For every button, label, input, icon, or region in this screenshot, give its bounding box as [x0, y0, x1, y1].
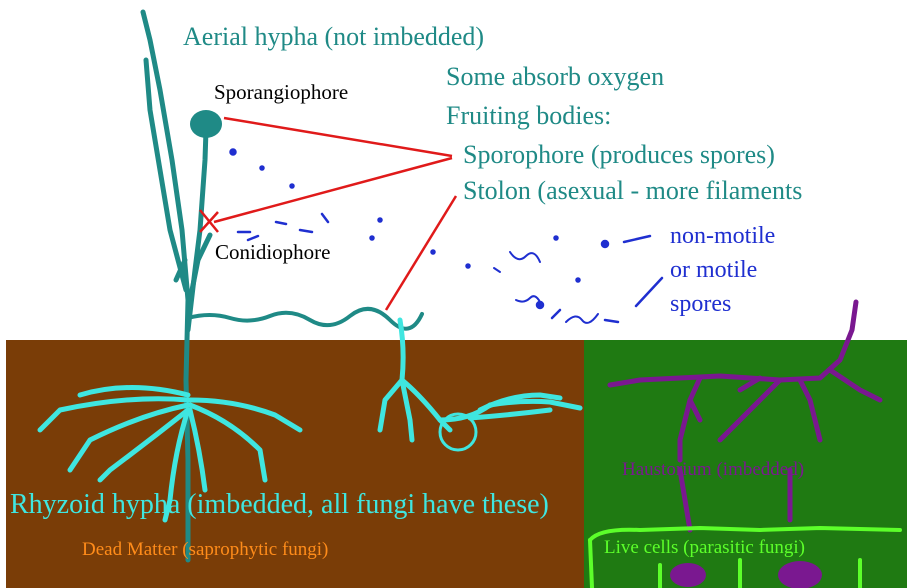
sporangium: [190, 110, 222, 138]
haustorium-label: Haustorium (imbedded): [622, 460, 804, 479]
or-motile-label: or motile: [670, 258, 757, 282]
dead-matter-label: Dead Matter (saprophytic fungi): [82, 540, 328, 559]
sporangiophore-label: Sporangiophore: [214, 82, 348, 103]
fruiting-bodies-label: Fruiting bodies:: [446, 103, 611, 129]
rhyzoid-hypha-label: Rhyzoid hypha (imbedded, all fungi have …: [10, 491, 549, 519]
pointer-lines: [200, 118, 456, 310]
sporophore-label: Sporophore (produces spores): [463, 142, 775, 168]
conidiophore-label: Conidiophore: [215, 242, 331, 263]
stolon: [188, 309, 422, 329]
non-motile-label: non-motile: [670, 224, 775, 248]
live-cells-label: Live cells (parasitic fungi): [604, 538, 805, 557]
stolon-label: Stolon (asexual - more filaments: [463, 178, 802, 204]
aerial-hypha-label: Aerial hypha (not imbedded): [183, 24, 484, 50]
haustorium-bulb-right: [778, 561, 822, 588]
motile-spores: [494, 252, 598, 323]
spores-label: spores: [670, 292, 731, 316]
haustorium-bulb-left: [670, 563, 706, 587]
oxygen-label: Some absorb oxygen: [446, 64, 664, 90]
